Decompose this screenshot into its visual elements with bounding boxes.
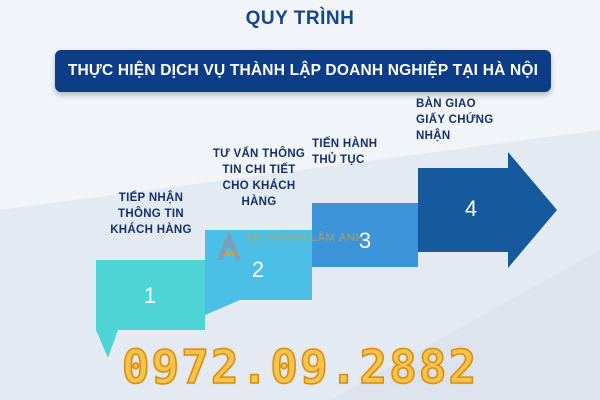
step-4-label: BÀN GIAO GIẤY CHỨNG NHẬN — [416, 98, 494, 142]
phone-number: 0972.09.2882 — [121, 339, 479, 395]
step-3-number: 3 — [358, 228, 372, 253]
step-3-label: TIẾN HÀNH THỦ TỤC — [312, 138, 378, 166]
step-4-arrow — [418, 152, 557, 268]
step-2-label: TƯ VẤN THÔNG TIN CHI TIẾT CHO KHÁCH HÀNG — [212, 148, 306, 208]
step-3-block — [312, 203, 418, 267]
step-1-number: 1 — [143, 283, 157, 308]
step-1-label: TIẾP NHẬN THÔNG TIN KHÁCH HÀNG — [110, 192, 192, 236]
page-title: QUY TRÌNH — [245, 8, 355, 29]
banner-text: THỰC HIỆN DỊCH VỤ THÀNH LẬP DOANH NGHIỆP… — [67, 62, 539, 79]
step-4-number: 4 — [464, 196, 478, 221]
watermark-tagline: Uy tín, Chất lượng, Tận tâm — [245, 246, 314, 252]
logo-mark-icon — [217, 230, 241, 260]
title-banner: THỰC HIỆN DỊCH VỤ THÀNH LẬP DOANH NGHIỆP… — [55, 50, 551, 92]
step-2-number: 2 — [251, 257, 265, 282]
watermark: AN THÀNH LÂM ANH Uy tín, Chất lượng, Tận… — [215, 228, 405, 262]
watermark-logo-text: AN THÀNH LÂM ANH — [245, 232, 364, 244]
step-1-block — [96, 260, 205, 358]
